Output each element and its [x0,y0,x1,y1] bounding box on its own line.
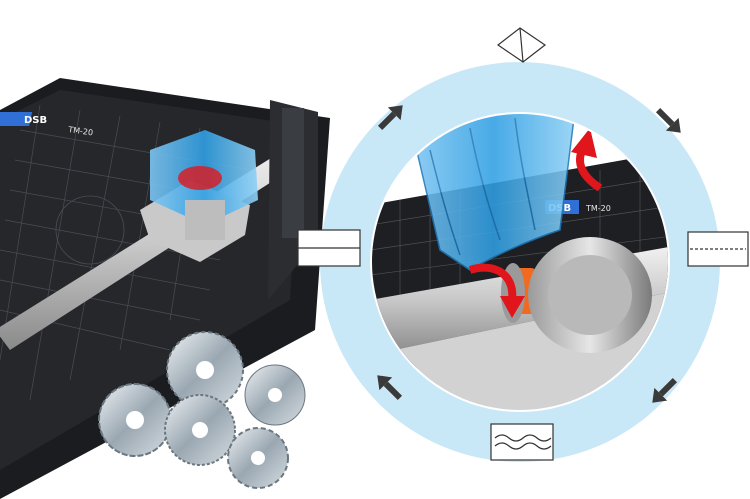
arrow-top-left-icon [377,105,403,131]
cutter-head [140,130,258,262]
wave-cut-icon [490,423,554,461]
twist-arrow-icon [468,263,525,318]
model-label: TM-20 [67,125,94,138]
svg-text:DSB: DSB [24,115,47,126]
rotary-blades [98,331,306,489]
straight-cut-icon [297,229,361,267]
rotation-arrows [377,105,681,403]
dashed-perforation-icon [687,231,749,267]
trimmer-board: DSB TM-20 [0,78,330,499]
fold-line-icon [496,27,547,63]
inset-model-label: TM-20 [585,204,611,213]
brand-logo: DSB [0,112,47,126]
arrow-bottom-left-icon [377,375,403,401]
lift-arrow-icon [571,128,603,192]
cutter-hub [501,237,652,353]
arrow-bottom-right-icon [652,377,678,403]
arrow-top-right-icon [655,107,681,133]
